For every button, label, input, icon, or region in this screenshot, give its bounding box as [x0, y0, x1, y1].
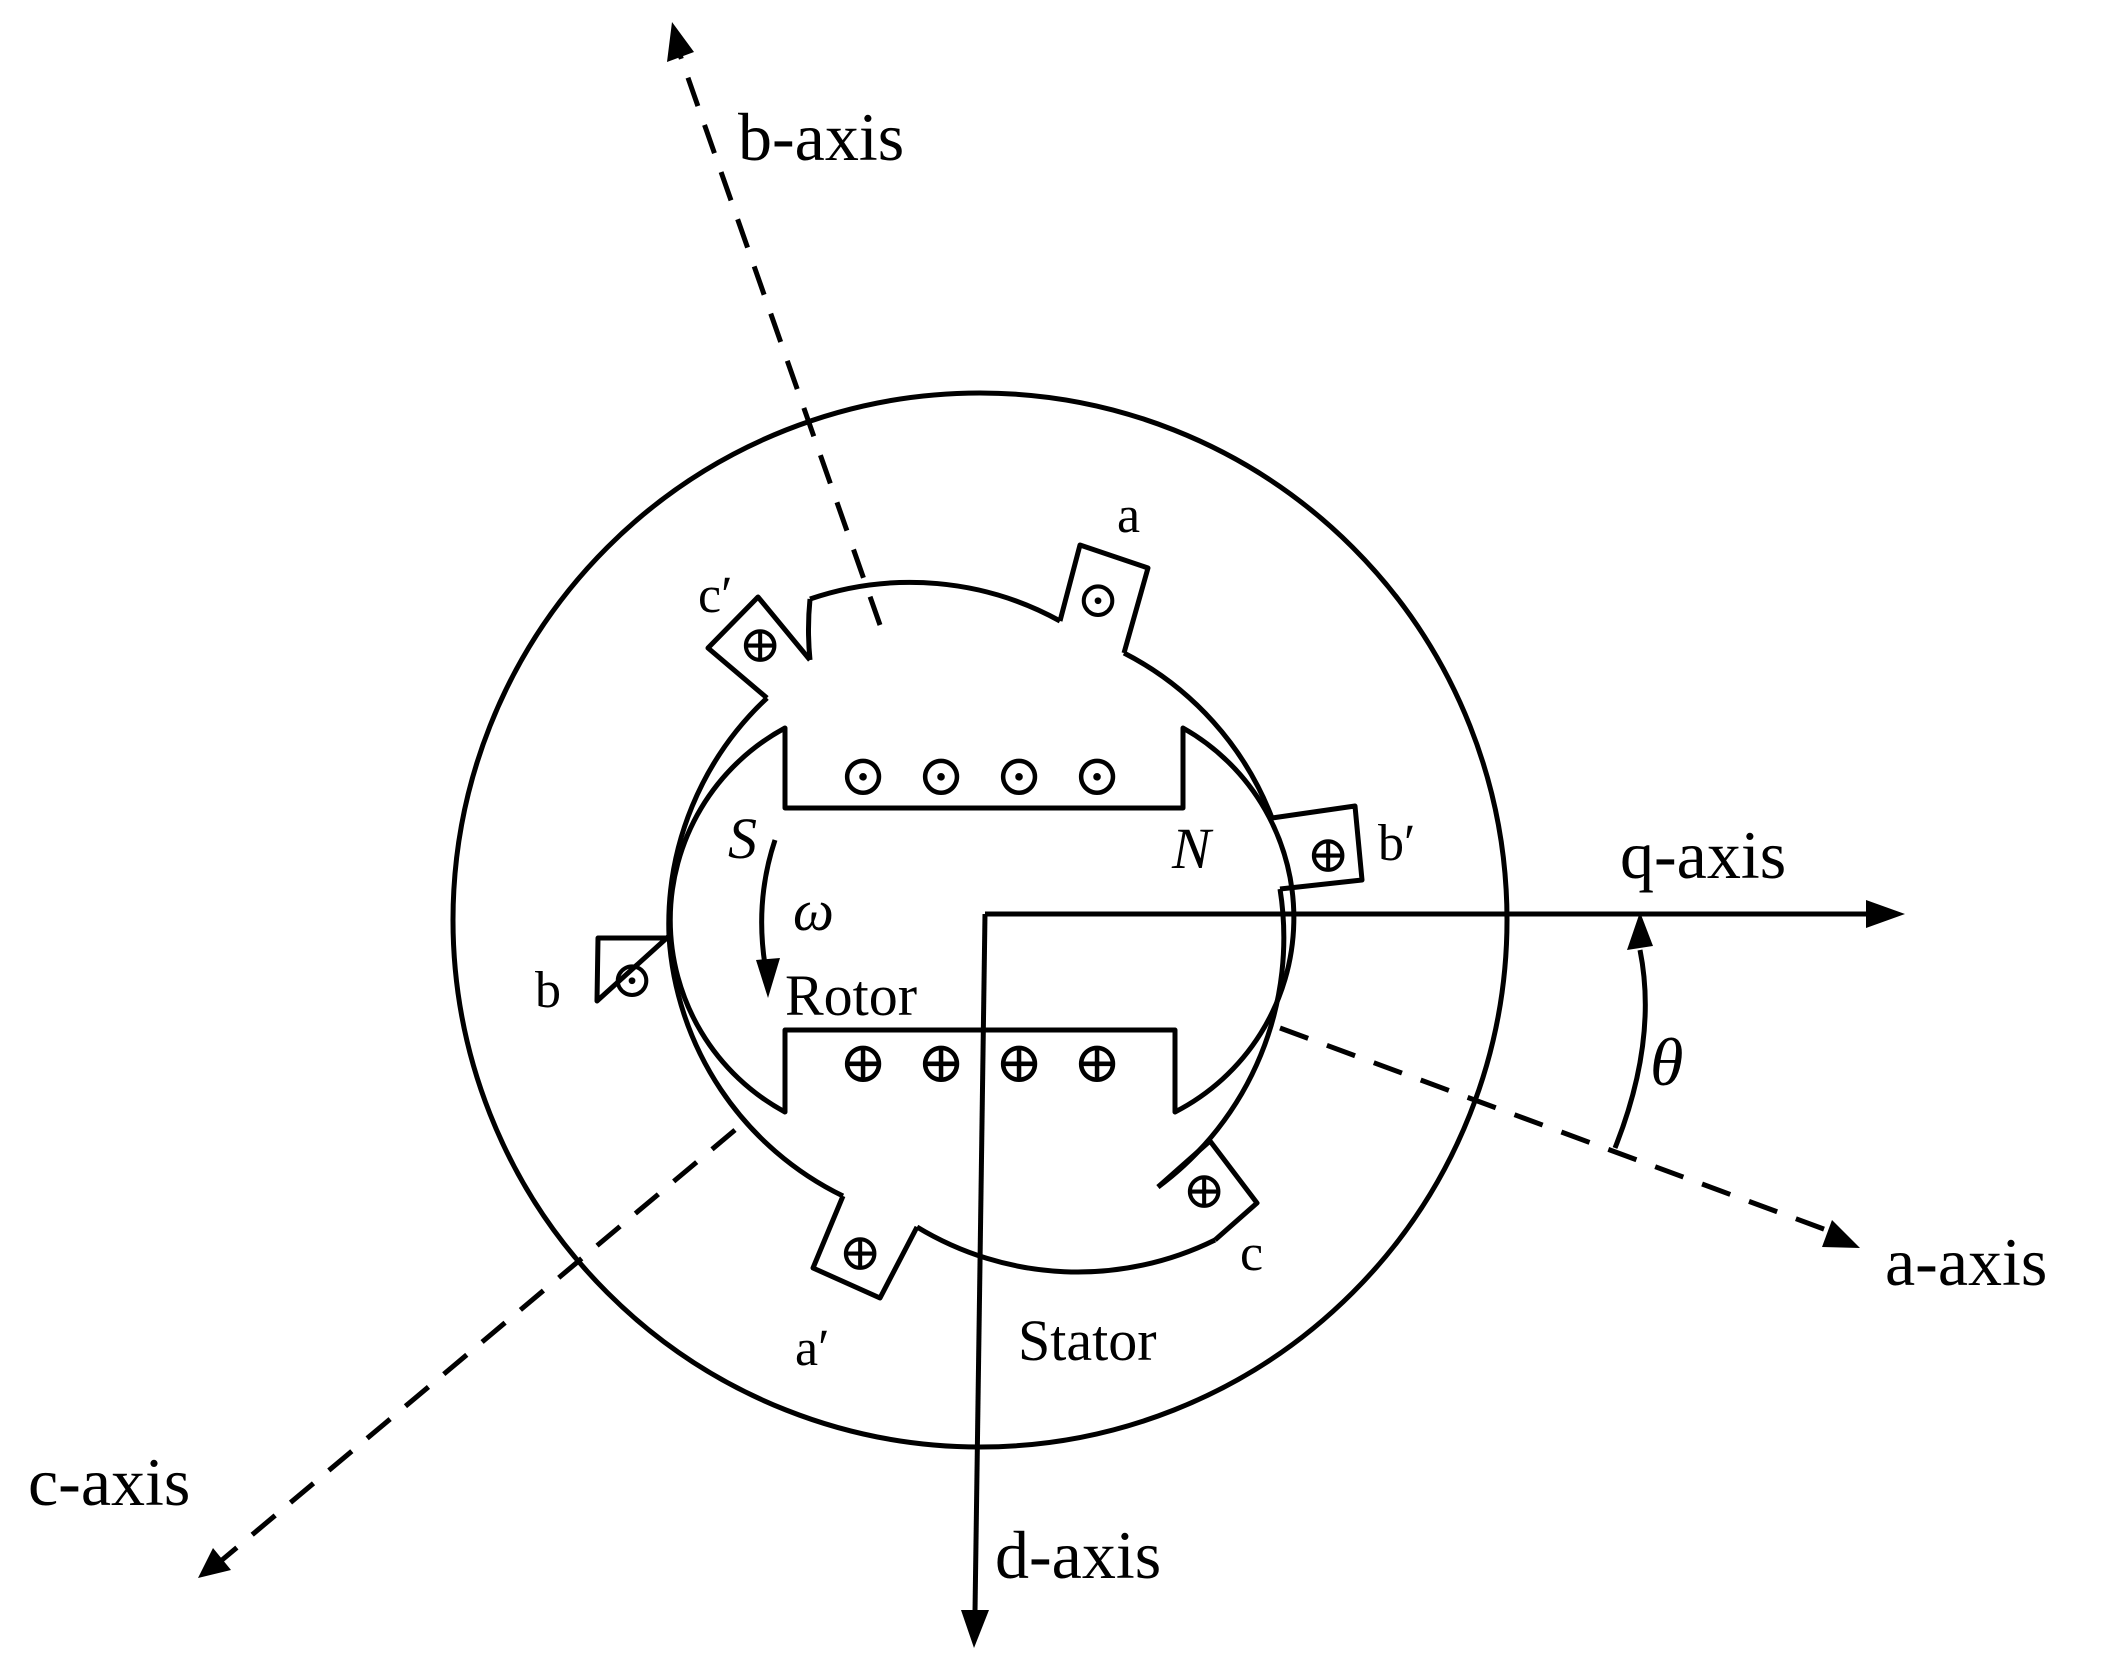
north-pole-label: N [1171, 816, 1214, 881]
rotor-conductors-top: ⊙ ⊙ ⊙ ⊙ [839, 743, 1122, 808]
d-axis-line [961, 913, 989, 1648]
rotor-label: Rotor [785, 963, 917, 1028]
slot-b-prime-conductor: ⊕ [1306, 827, 1350, 884]
rotor-top-conductor: ⊙ [917, 743, 966, 808]
c-axis-label: c-axis [28, 1444, 190, 1520]
slot-label-b-prime: b′ [1378, 815, 1415, 872]
rotor-top-conductor: ⊙ [839, 743, 888, 808]
stator-outer-circle [450, 390, 1510, 1450]
rotor-bottom-conductor: ⊕ [839, 1030, 888, 1095]
slot-c-conductor: ⊕ [1182, 1163, 1226, 1220]
rotor-top-conductor: ⊙ [1073, 743, 1122, 808]
q-axis-line [985, 900, 1905, 928]
slot-a-conductor: ⊙ [1076, 572, 1120, 629]
d-axis-label: d-axis [995, 1517, 1161, 1593]
stator-bore [594, 542, 1365, 1301]
a-axis-line [1279, 1025, 1860, 1248]
slot-a-prime-conductor: ⊕ [838, 1225, 882, 1282]
rotor-bottom-conductor: ⊕ [995, 1030, 1044, 1095]
slot-label-a-prime: a′ [795, 1320, 829, 1377]
slot-b-conductor: ⊙ [610, 952, 654, 1009]
rotor-bottom-conductor: ⊕ [917, 1030, 966, 1095]
rotor-bottom-conductor: ⊕ [1073, 1030, 1122, 1095]
rotor [667, 725, 1297, 1115]
a-axis-label: a-axis [1885, 1224, 2047, 1300]
rotor-top-conductor: ⊙ [995, 743, 1044, 808]
theta-symbol: θ [1650, 1024, 1683, 1100]
theta-angle-arc [1612, 912, 1653, 1149]
rotation-arrow [756, 839, 780, 998]
slot-c-prime-conductor: ⊕ [738, 617, 782, 674]
q-axis-label: q-axis [1620, 817, 1786, 893]
stator-label: Stator [1018, 1308, 1157, 1373]
slot-conductors: ⊙ ⊕ ⊕ ⊙ ⊕ ⊕ [610, 572, 1350, 1282]
slot-label-a: a [1117, 487, 1140, 544]
b-axis-line [667, 22, 883, 626]
c-axis-line [198, 1128, 737, 1578]
omega-symbol: ω [793, 878, 834, 943]
rotor-conductors-bottom: ⊕ ⊕ ⊕ ⊕ [839, 1030, 1122, 1095]
slot-label-b: b [535, 962, 561, 1019]
slot-label-c-prime: c′ [698, 567, 732, 624]
slot-label-c: c [1240, 1225, 1263, 1282]
slot-labels: a c′ b′ b c a′ [535, 487, 1415, 1377]
b-axis-label: b-axis [738, 99, 904, 175]
south-pole-label: S [728, 806, 757, 871]
